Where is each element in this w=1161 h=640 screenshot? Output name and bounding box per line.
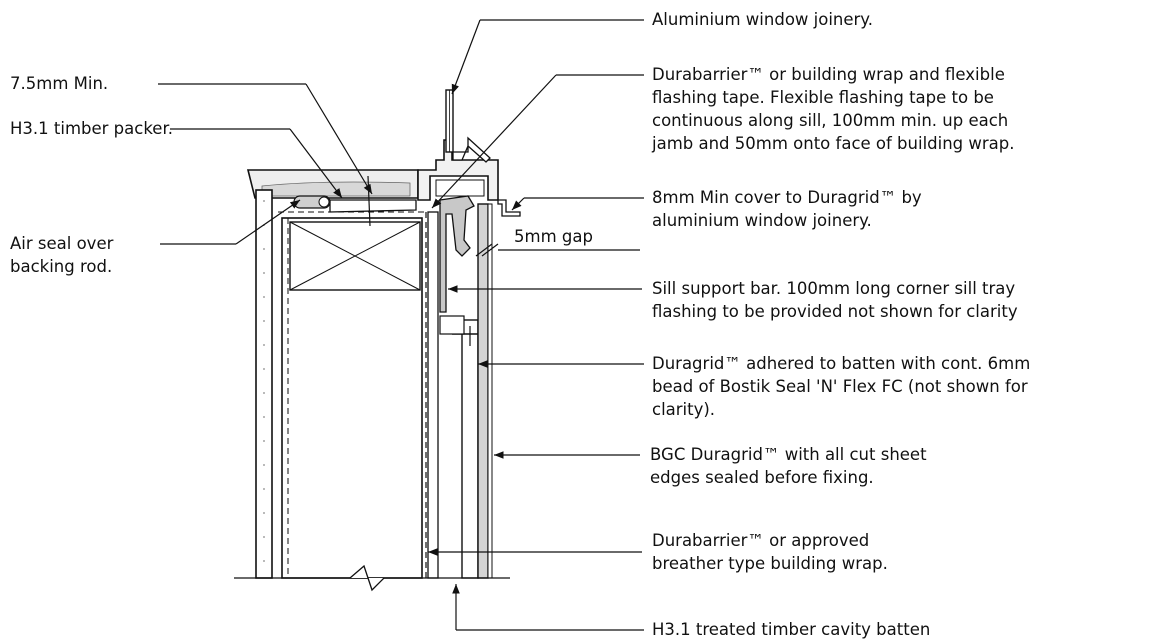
label-building-wrap-line2: flashing tape. Flexible flashing tape to… <box>652 88 994 107</box>
label-adhered-line1: Duragrid™ adhered to batten with cont. 6… <box>652 354 1031 373</box>
break-symbol <box>349 564 385 592</box>
leader-packer-tail <box>289 128 343 199</box>
glazing-bead <box>452 136 491 163</box>
aluminium-frame-inner <box>435 179 485 197</box>
leader-building-wrap-tail <box>431 74 557 209</box>
label-wrap-line1: Durabarrier™ or approved <box>652 531 870 550</box>
label-batten: H3.1 treated timber cavity batten <box>652 620 931 639</box>
min-dim-line <box>367 175 371 227</box>
label-cover-line2: aluminium window joinery. <box>652 211 872 230</box>
label-min: 7.5mm Min. <box>10 74 109 93</box>
leader-min-tail <box>305 83 373 195</box>
backing-rod <box>318 196 330 208</box>
leader-air-seal-tail <box>235 199 301 245</box>
label-adhered-line2: bead of Bostik Seal 'N' Flex FC (not sho… <box>652 377 1028 396</box>
label-building-wrap-line4: jamb and 50mm onto face of building wrap… <box>652 134 1015 153</box>
gap-tick-a <box>475 243 493 257</box>
sill-support-bar <box>439 195 475 313</box>
label-building-wrap-line3: continuous along sill, 100mm min. up eac… <box>652 111 1009 130</box>
timber-packer <box>329 199 417 213</box>
label-adhered-line3: clarity). <box>652 400 716 419</box>
leader-aluminium-joinery-tail <box>451 19 481 95</box>
cavity-batten <box>461 319 479 579</box>
leader-lines <box>158 19 644 631</box>
wrap-zone <box>427 211 439 579</box>
label-wrap-line2: breather type building wrap. <box>652 554 888 573</box>
label-gap: 5mm gap <box>514 227 593 246</box>
duragrid-sheet <box>477 203 489 579</box>
joinery-drip-flange <box>497 199 521 217</box>
label-sill-bar-line1: Sill support bar. 100mm long corner sill… <box>652 279 1016 298</box>
duragrid-sheet-face <box>487 203 493 579</box>
sill-board-shading <box>261 181 411 197</box>
gap-tick-b <box>481 243 499 257</box>
label-bgc-line2: edges sealed before fixing. <box>650 468 874 487</box>
trimmer-cross-b <box>289 221 421 291</box>
label-sill-bar-line2: flashing to be provided not shown for cl… <box>652 302 1018 321</box>
aluminium-frame <box>417 139 499 201</box>
label-packer: H3.1 timber packer. <box>10 119 173 138</box>
label-air-seal-line1: Air seal over <box>10 234 114 253</box>
label-cover-line1: 8mm Min cover to Duragrid™ by <box>652 188 922 207</box>
label-air-seal-line2: backing rod. <box>10 257 113 276</box>
leader-cover-tail <box>511 197 525 211</box>
label-bgc-line1: BGC Duragrid™ with all cut sheet <box>650 445 927 464</box>
fixing-block <box>439 315 465 335</box>
label-aluminium-joinery: Aluminium window joinery. <box>652 10 873 29</box>
label-building-wrap-line1: Durabarrier™ or building wrap and flexib… <box>652 65 1005 84</box>
